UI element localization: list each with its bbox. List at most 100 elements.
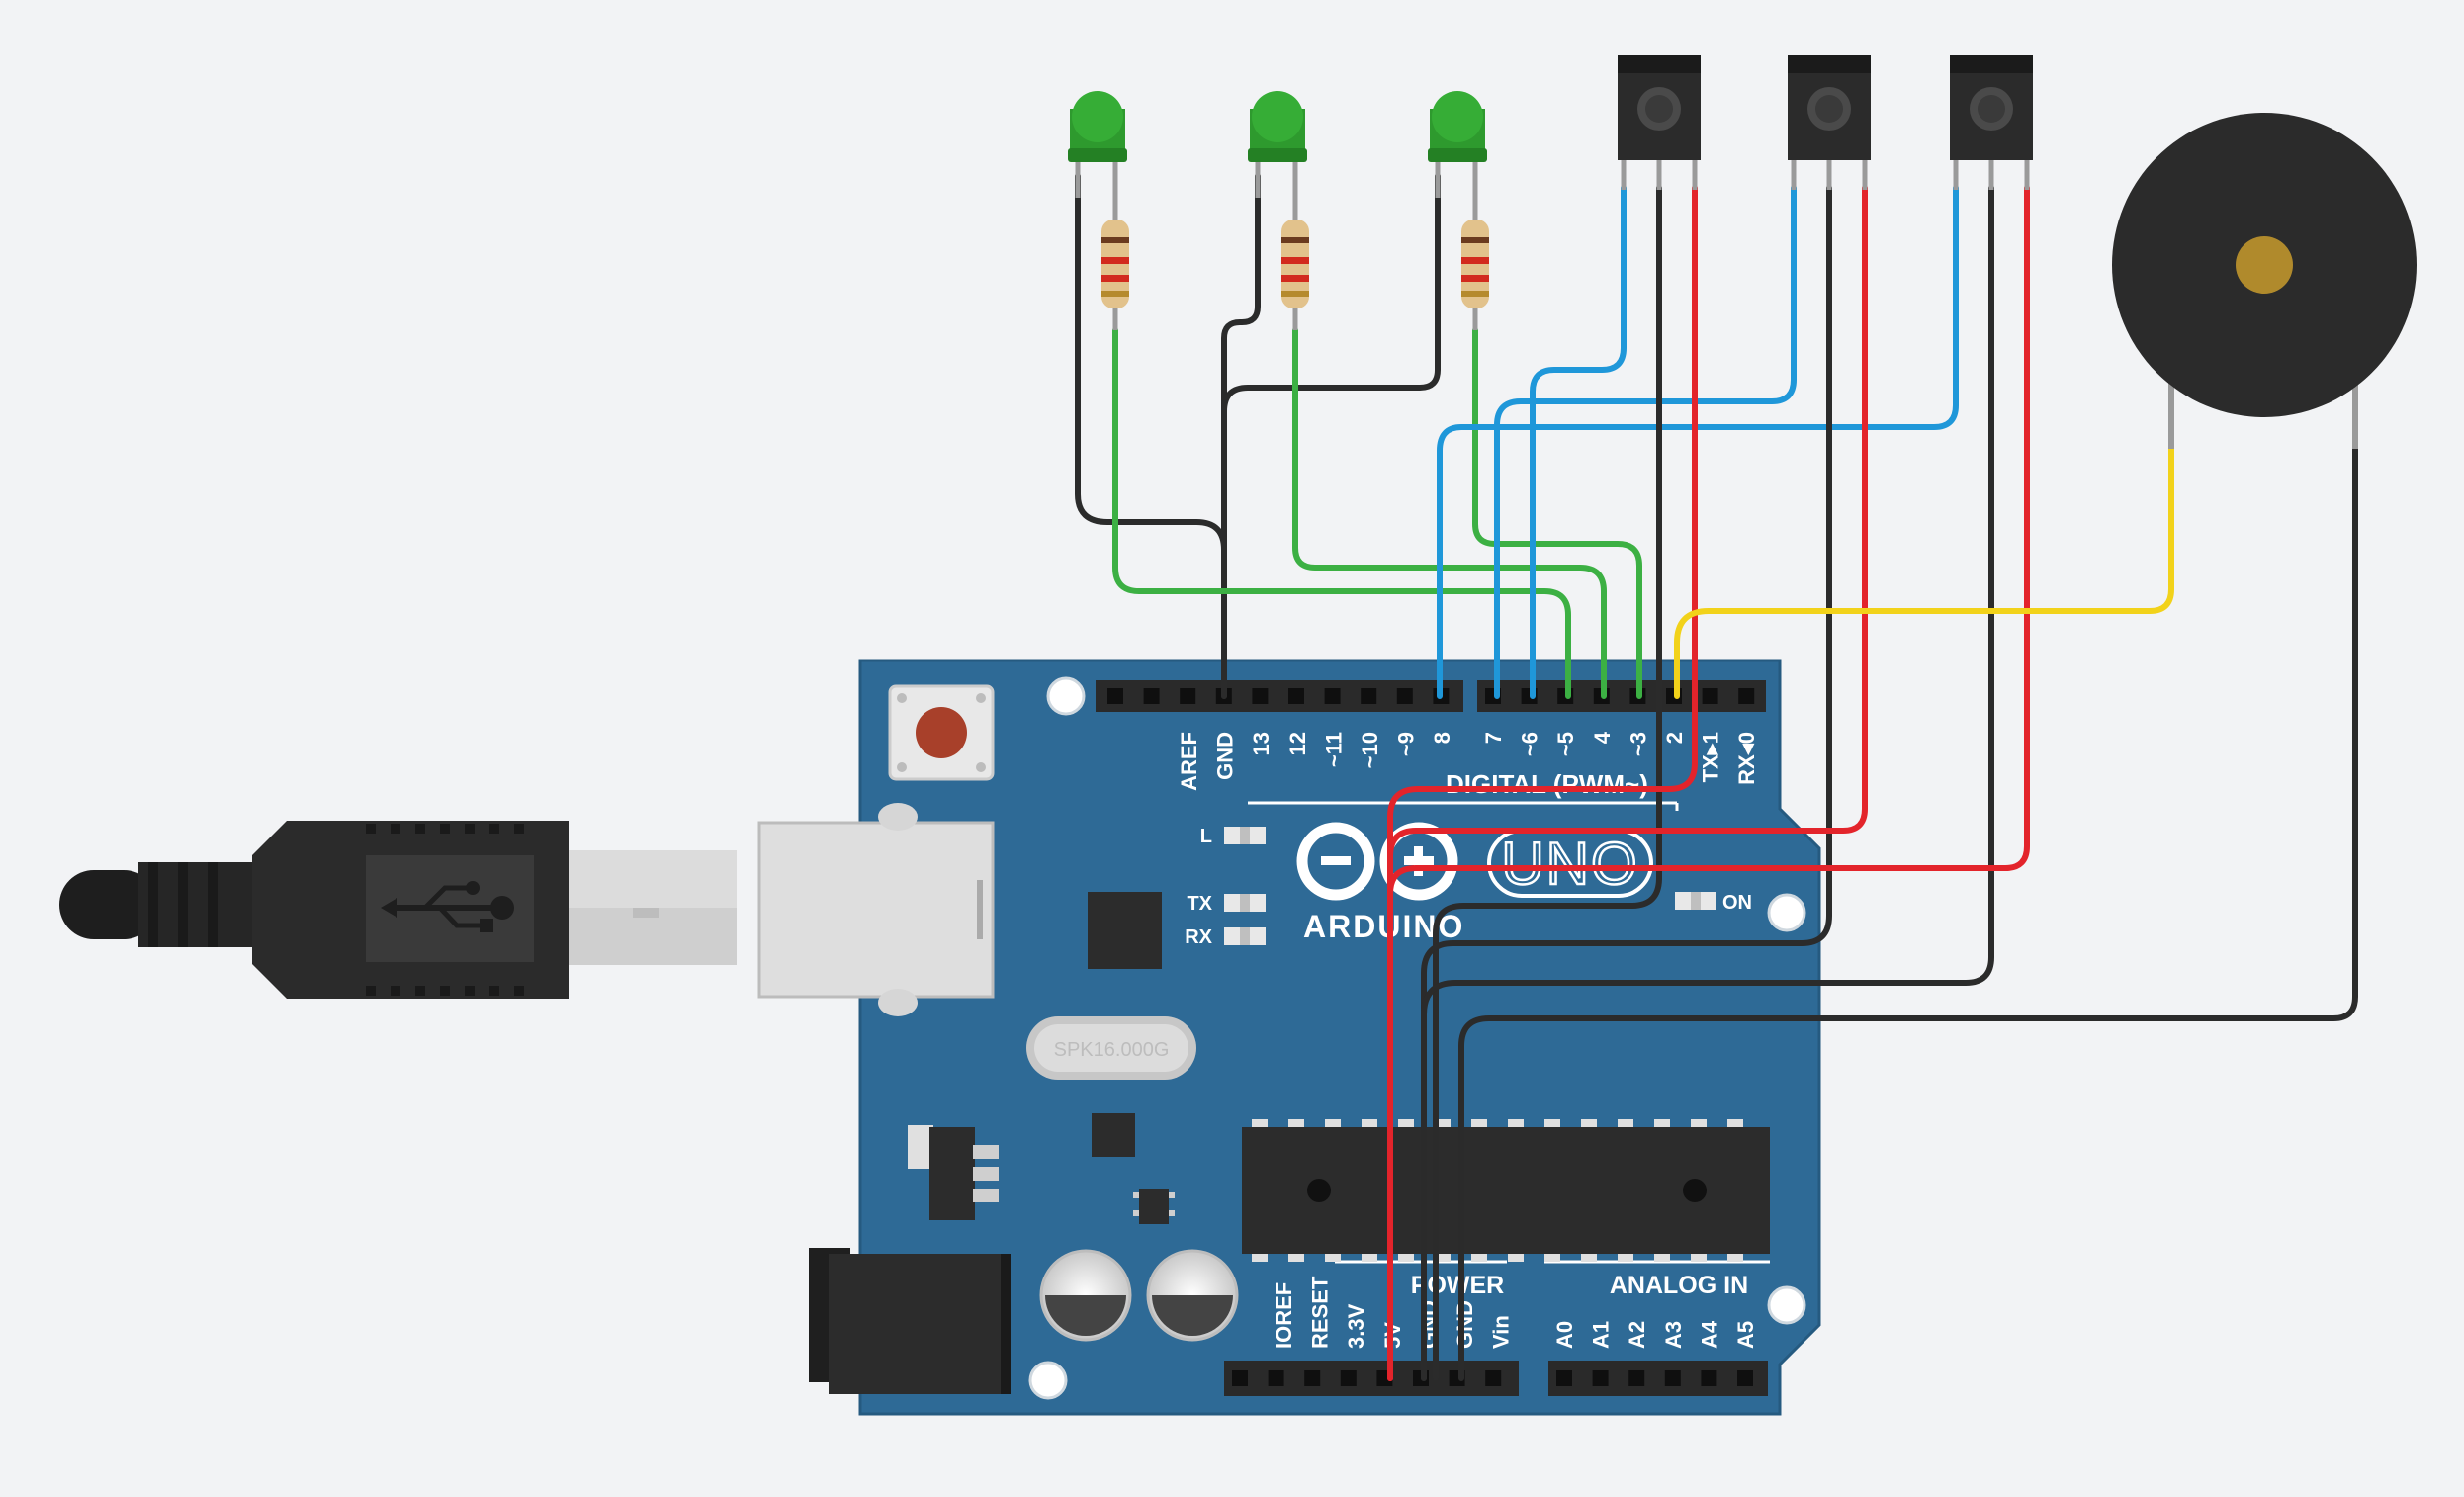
wire-r3-pin3[interactable] — [1472, 327, 1642, 699]
digital-header-label: DIGITAL (PWM~) — [1446, 769, 1648, 799]
header-pin-socket[interactable] — [1556, 1370, 1572, 1386]
wire-r2-pin4[interactable] — [1292, 327, 1607, 699]
wire-ir1-5v[interactable] — [1387, 185, 1698, 1381]
wire-ir3-gnd[interactable] — [1421, 185, 1994, 1381]
digital-pin-label-0: 7 — [1481, 732, 1506, 744]
reset-button[interactable] — [888, 684, 995, 781]
header-pin-socket[interactable] — [1702, 688, 1718, 704]
analog-pin-label-2: A2 — [1625, 1321, 1649, 1349]
crystal-oscillator: SPK16.000G — [1026, 1016, 1196, 1080]
dc-power-jack — [809, 1248, 1011, 1394]
digital-header-left — [1096, 680, 1463, 712]
digital-pin-label-1: GND — [1213, 732, 1238, 780]
digital-pin-label-4: ~11 — [1321, 732, 1346, 767]
green-led-2[interactable] — [1248, 91, 1307, 208]
wire-ir2-5v[interactable] — [1387, 185, 1868, 1381]
power-pin-label-1: RESET — [1308, 1276, 1333, 1349]
header-pin-socket[interactable] — [1288, 688, 1304, 704]
digital-pin-label-6: ~9 — [1394, 732, 1419, 756]
header-pin-socket[interactable] — [1304, 1370, 1321, 1386]
digital-header-right — [1477, 680, 1766, 712]
digital-pin-label-3: 4 — [1590, 731, 1615, 744]
wire-ir1-gnd[interactable] — [1433, 185, 1662, 1381]
wire-buzzer-gnd[interactable] — [1458, 391, 2358, 1381]
power-on-label: ON — [1722, 892, 1752, 914]
wire-buzzer-pin2[interactable] — [1674, 446, 2174, 699]
wire-led3-gnd[interactable] — [1221, 173, 1441, 699]
header-pin-socket[interactable] — [1738, 688, 1755, 704]
mounting-hole — [1767, 893, 1806, 932]
header-pin-socket[interactable] — [1485, 1370, 1502, 1386]
green-led-1[interactable] — [1068, 91, 1127, 208]
header-pin-socket[interactable] — [1252, 688, 1269, 704]
led-tx-label: TX — [1187, 893, 1212, 915]
header-pin-socket[interactable] — [1107, 688, 1123, 704]
ir-receiver-1[interactable] — [1618, 55, 1701, 190]
analog-header-label: ANALOG IN — [1610, 1272, 1748, 1299]
header-pin-socket[interactable] — [1737, 1370, 1753, 1386]
digital-pin-label-2: 13 — [1249, 732, 1274, 755]
wire-led1-gnd[interactable] — [1075, 173, 1227, 699]
header-pin-socket[interactable] — [1232, 1370, 1248, 1386]
header-pin-socket[interactable] — [1396, 688, 1413, 704]
power-pin-label-0: IOREF — [1272, 1282, 1296, 1349]
header-pin-socket[interactable] — [1701, 1370, 1717, 1386]
usb-port — [757, 803, 995, 1016]
header-pin-socket[interactable] — [1180, 688, 1196, 704]
crystal-label: SPK16.000G — [1054, 1039, 1170, 1061]
ir-receiver-3[interactable] — [1950, 55, 2033, 190]
digital-pin-label-5: ~10 — [1358, 732, 1382, 768]
digital-pin-label-7: 8 — [1430, 732, 1454, 744]
header-pin-socket[interactable] — [1664, 1370, 1681, 1386]
capacitor-2 — [1146, 1249, 1239, 1342]
small-transistor — [1133, 1189, 1175, 1224]
power-header — [1224, 1361, 1519, 1396]
wire-ir1-pin6[interactable] — [1530, 185, 1627, 699]
analog-pin-label-3: A3 — [1661, 1321, 1686, 1349]
mounting-hole — [1046, 676, 1086, 716]
analog-pin-label-1: A1 — [1589, 1321, 1614, 1349]
piezo-buzzer[interactable] — [2112, 113, 2417, 449]
digital-pin-label-5: 2 — [1662, 732, 1687, 744]
power-pin-label-2: 3.3V — [1344, 1303, 1368, 1349]
resistor-2[interactable] — [1281, 198, 1309, 330]
digital-pin-label-6: TX▸1 — [1699, 732, 1723, 782]
header-pin-socket[interactable] — [1324, 688, 1341, 704]
capacitor-1 — [1039, 1249, 1132, 1342]
header-pin-socket[interactable] — [1592, 1370, 1609, 1386]
board-model: UNO — [1501, 831, 1638, 897]
analog-pin-label-4: A4 — [1697, 1320, 1721, 1349]
ir-receiver-2[interactable] — [1788, 55, 1871, 190]
digital-pin-label-7: RX◂0 — [1734, 732, 1759, 785]
header-pin-socket[interactable] — [1361, 688, 1377, 704]
wire-r1-pin5[interactable] — [1112, 327, 1571, 699]
analog-header — [1548, 1361, 1768, 1396]
digital-pin-label-0: AREF — [1177, 732, 1201, 791]
green-led-3[interactable] — [1428, 91, 1487, 208]
digital-pin-label-4: ~3 — [1626, 732, 1650, 756]
usb-icon — [381, 881, 514, 932]
analog-pin-label-0: A0 — [1552, 1321, 1577, 1349]
header-pin-socket[interactable] — [1143, 688, 1160, 704]
header-pin-socket[interactable] — [1268, 1370, 1284, 1386]
digital-pin-label-3: 12 — [1285, 732, 1310, 755]
voltage-regulator — [908, 1125, 999, 1220]
header-pin-socket[interactable] — [1340, 1370, 1357, 1386]
small-ic — [1092, 1113, 1135, 1157]
arduino-logo — [1296, 822, 1458, 901]
led-rx-label: RX — [1185, 926, 1212, 948]
resistor-1[interactable] — [1101, 198, 1129, 330]
wire-led2-gnd[interactable] — [1221, 173, 1261, 699]
atmega-microcontroller — [1242, 1119, 1770, 1262]
wire-ir2-gnd[interactable] — [1421, 185, 1832, 1381]
analog-pin-label-5: A5 — [1733, 1321, 1758, 1349]
wire-ir2-pin7[interactable] — [1494, 185, 1797, 699]
usb-b-cable[interactable] — [59, 821, 737, 999]
header-pin-socket[interactable] — [1628, 1370, 1645, 1386]
arduino-uno-board[interactable]: L TX RX ON UNO ARDUINO DIGITAL (PWM~) — [757, 659, 1821, 1416]
led-l-label: L — [1200, 826, 1212, 847]
resistor-3[interactable] — [1461, 198, 1489, 330]
mounting-hole — [1028, 1361, 1068, 1400]
wire-ir3-5v[interactable] — [1387, 185, 2030, 1381]
